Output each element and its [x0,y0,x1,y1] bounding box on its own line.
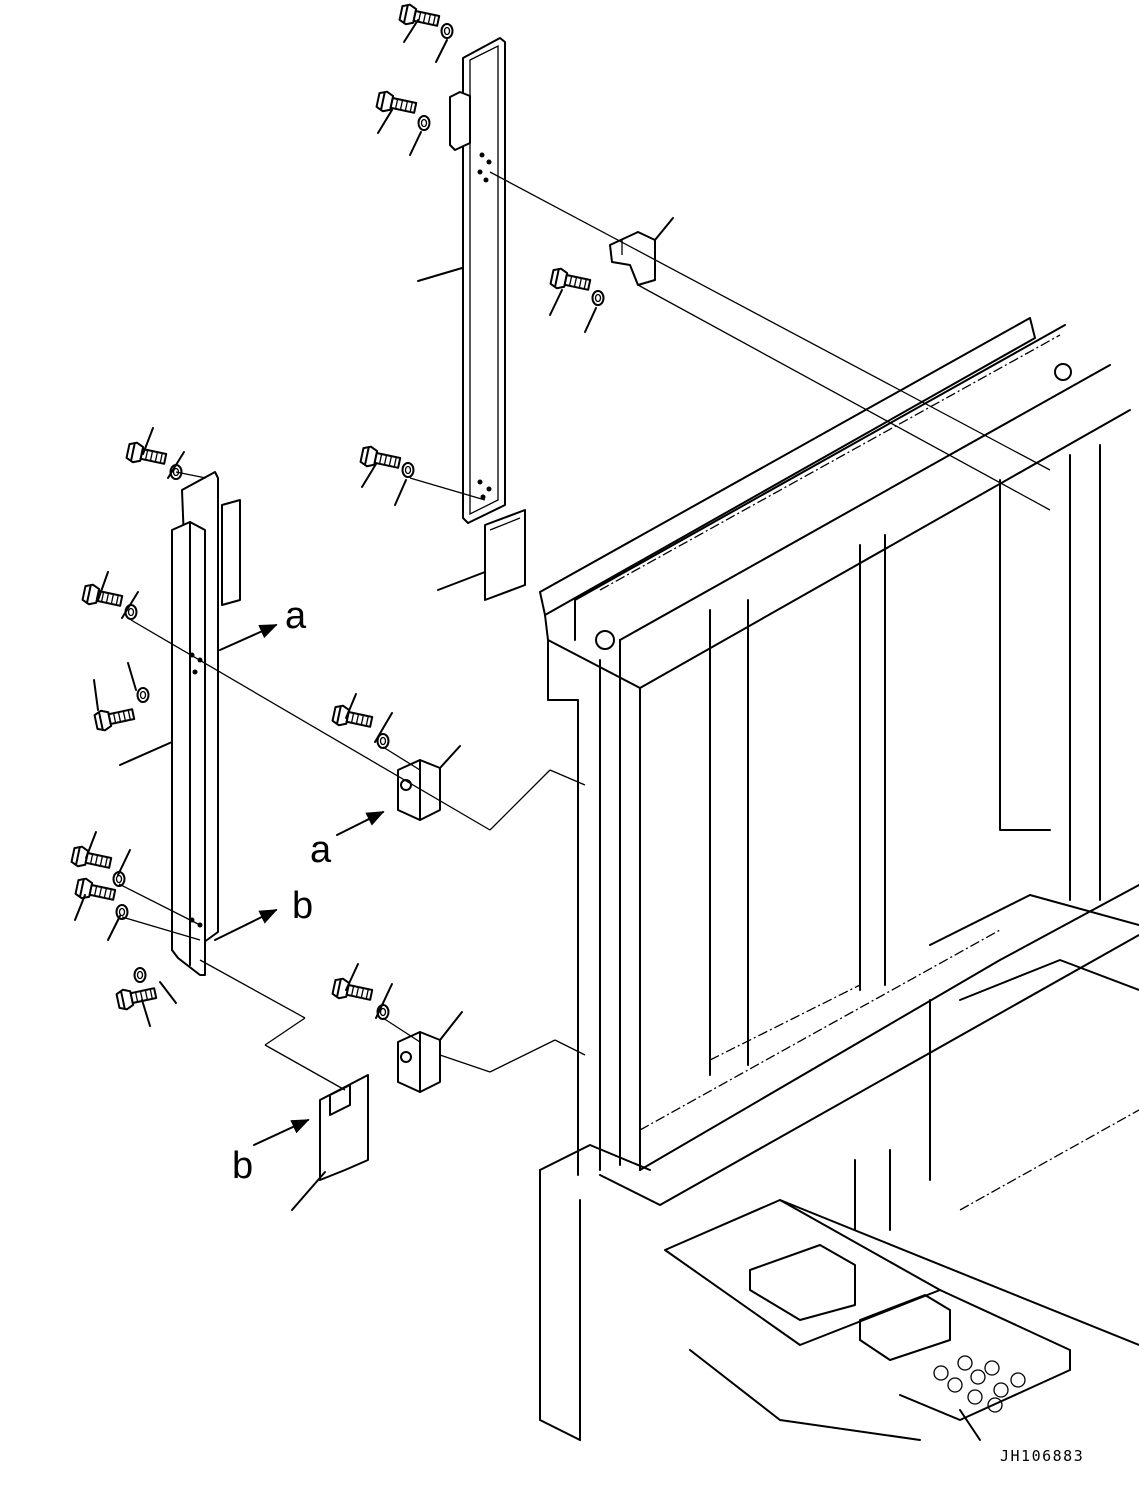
bolt-icon [69,844,114,874]
lower-cover-bracket [319,1074,369,1181]
arrow-a-bottom [336,811,385,836]
washer-icon [401,462,415,478]
arrow-b-top [214,909,278,941]
callout-b-top: b [292,885,313,927]
upper-cover-plate [449,37,506,524]
bracket-b [397,1031,441,1093]
bolt-icon [374,89,419,119]
callout-b-bottom: b [232,1145,253,1187]
washer-icon [136,687,150,703]
drawing-number: JH106883 [1000,1447,1084,1465]
washer-icon [417,115,431,131]
washer-icon [115,904,129,920]
leader-lines [74,19,1051,1211]
callout-arrows [214,624,385,1146]
frame-structure [539,317,1139,1441]
bolt-icon [548,266,593,296]
bolt-icon [92,703,137,733]
callout-a-bottom: a [310,829,332,871]
washer-icon [440,23,454,39]
bolt-icon [397,2,442,32]
washer-icon [133,967,147,983]
bracket-a [397,759,441,821]
bolt-icon [114,982,159,1012]
bolt-icon [358,444,403,474]
washer-icon [124,604,138,620]
washer-icon [591,290,605,306]
bolt-icon [330,976,375,1006]
arrow-a-top [219,624,278,651]
small-cover-plate [484,509,526,601]
left-long-plate [171,471,241,976]
arrow-b-bottom [253,1119,310,1146]
bolt-icon [330,703,375,733]
bolt-icon [73,876,118,906]
callout-a-top: a [285,595,307,637]
callout-labels: a a b b [232,595,332,1187]
